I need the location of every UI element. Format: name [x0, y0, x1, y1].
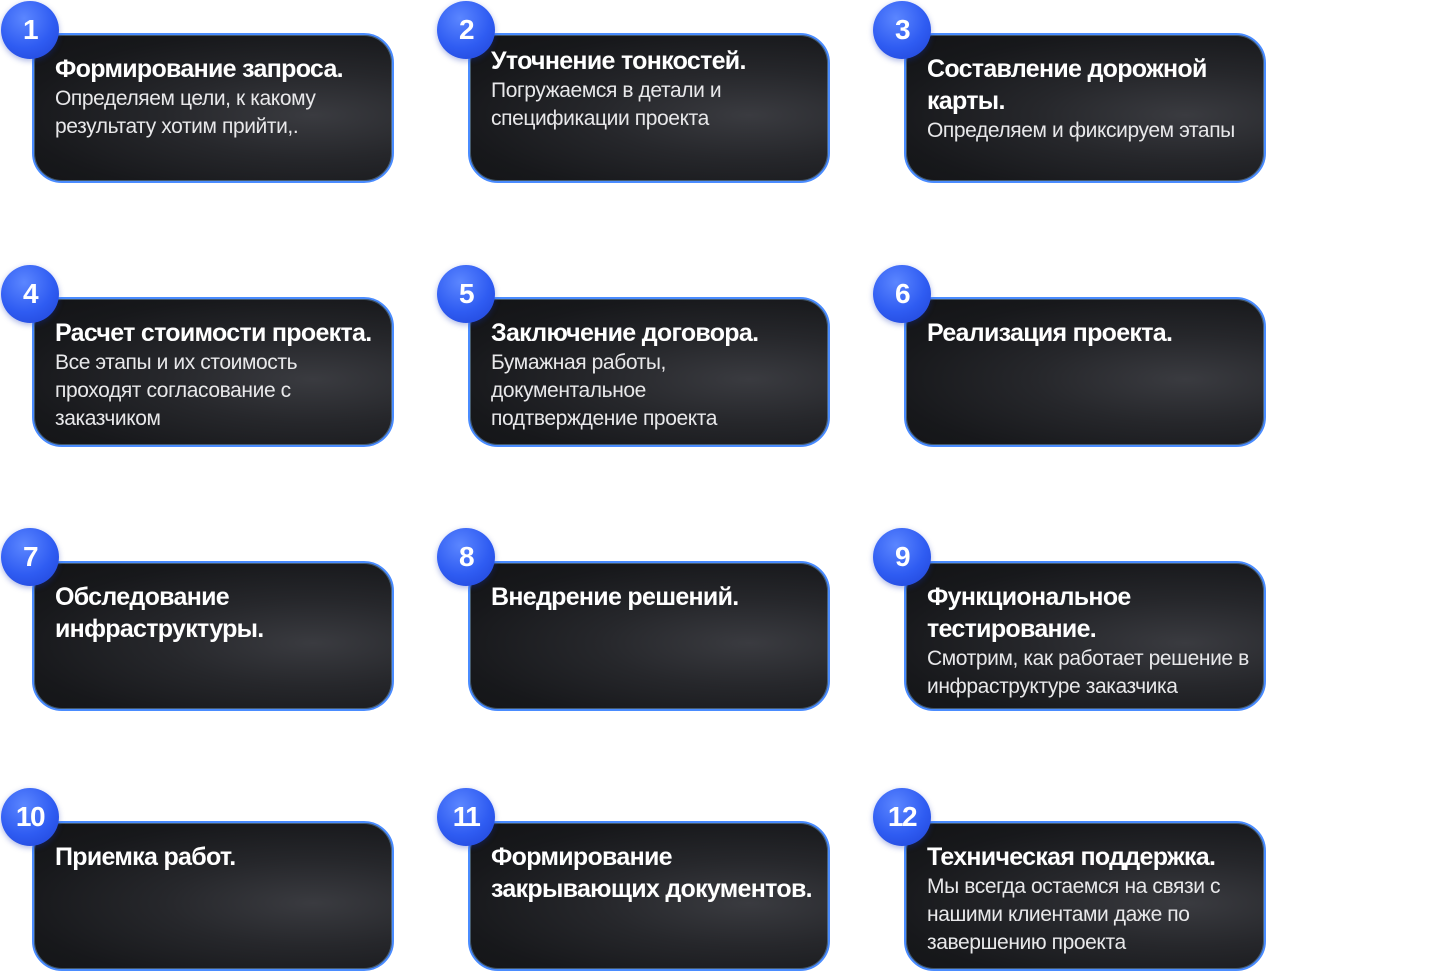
- step-number-badge: 12: [873, 788, 931, 846]
- step-card-2: Уточнение тонкостей. Погружаемся в детал…: [468, 33, 830, 183]
- step-title: Техническая поддержка.: [927, 843, 1216, 871]
- step-number-badge: 3: [873, 1, 931, 59]
- step-title: Формирование запроса.: [55, 55, 344, 83]
- step-description: Погружаемся в детали и спецификации прое…: [491, 79, 722, 130]
- step-card-12: Техническая поддержка. Мы всегда остаемс…: [904, 821, 1266, 971]
- step-title: Формирование закрывающих документов.: [491, 843, 813, 903]
- step-card-8: Внедрение решений.: [468, 561, 830, 711]
- step-title: Уточнение тонкостей.: [491, 47, 746, 75]
- step-number-badge: 8: [437, 528, 495, 586]
- step-title: Заключение договора.: [491, 319, 759, 347]
- step-number-badge: 7: [1, 528, 59, 586]
- step-number-badge: 1: [1, 1, 59, 59]
- step-number-badge: 2: [437, 1, 495, 59]
- step-description: Мы всегда остаемся на связи с нашими кли…: [927, 875, 1221, 954]
- step-card-1: Формирование запроса. Определяем цели, к…: [32, 33, 394, 183]
- step-card-6: Реализация проекта.: [904, 297, 1266, 447]
- step-title: Внедрение решений.: [491, 583, 739, 611]
- step-card-5: Заключение договора. Бумажная работы, до…: [468, 297, 830, 447]
- step-title: Расчет стоимости проекта.: [55, 319, 372, 347]
- step-title: Обследование инфраструктуры.: [55, 583, 264, 643]
- step-number-badge: 10: [1, 788, 59, 846]
- step-description: Смотрим, как работает решение в инфрастр…: [927, 647, 1249, 698]
- step-number-badge: 5: [437, 265, 495, 323]
- step-title: Функциональное тестирование.: [927, 583, 1131, 643]
- step-title: Реализация проекта.: [927, 319, 1173, 347]
- step-card-11: Формирование закрывающих документов.: [468, 821, 830, 971]
- step-description: Все этапы и их стоимость проходят соглас…: [55, 351, 298, 430]
- step-card-9: Функциональное тестирование. Смотрим, ка…: [904, 561, 1266, 711]
- step-card-4: Расчет стоимости проекта. Все этапы и их…: [32, 297, 394, 447]
- step-number-badge: 4: [1, 265, 59, 323]
- step-description: Определяем и фиксируем этапы: [927, 119, 1235, 142]
- step-card-7: Обследование инфраструктуры.: [32, 561, 394, 711]
- step-card-10: Приемка работ.: [32, 821, 394, 971]
- step-description: Определяем цели, к какому результату хот…: [55, 87, 316, 138]
- step-title: Составление дорожной карты.: [927, 55, 1207, 115]
- step-title: Приемка работ.: [55, 843, 236, 871]
- step-number-badge: 6: [873, 265, 931, 323]
- step-description: Бумажная работы, документальное подтверж…: [491, 351, 718, 430]
- step-card-3: Составление дорожной карты. Определяем и…: [904, 33, 1266, 183]
- step-number-badge: 11: [437, 788, 495, 846]
- step-number-badge: 9: [873, 528, 931, 586]
